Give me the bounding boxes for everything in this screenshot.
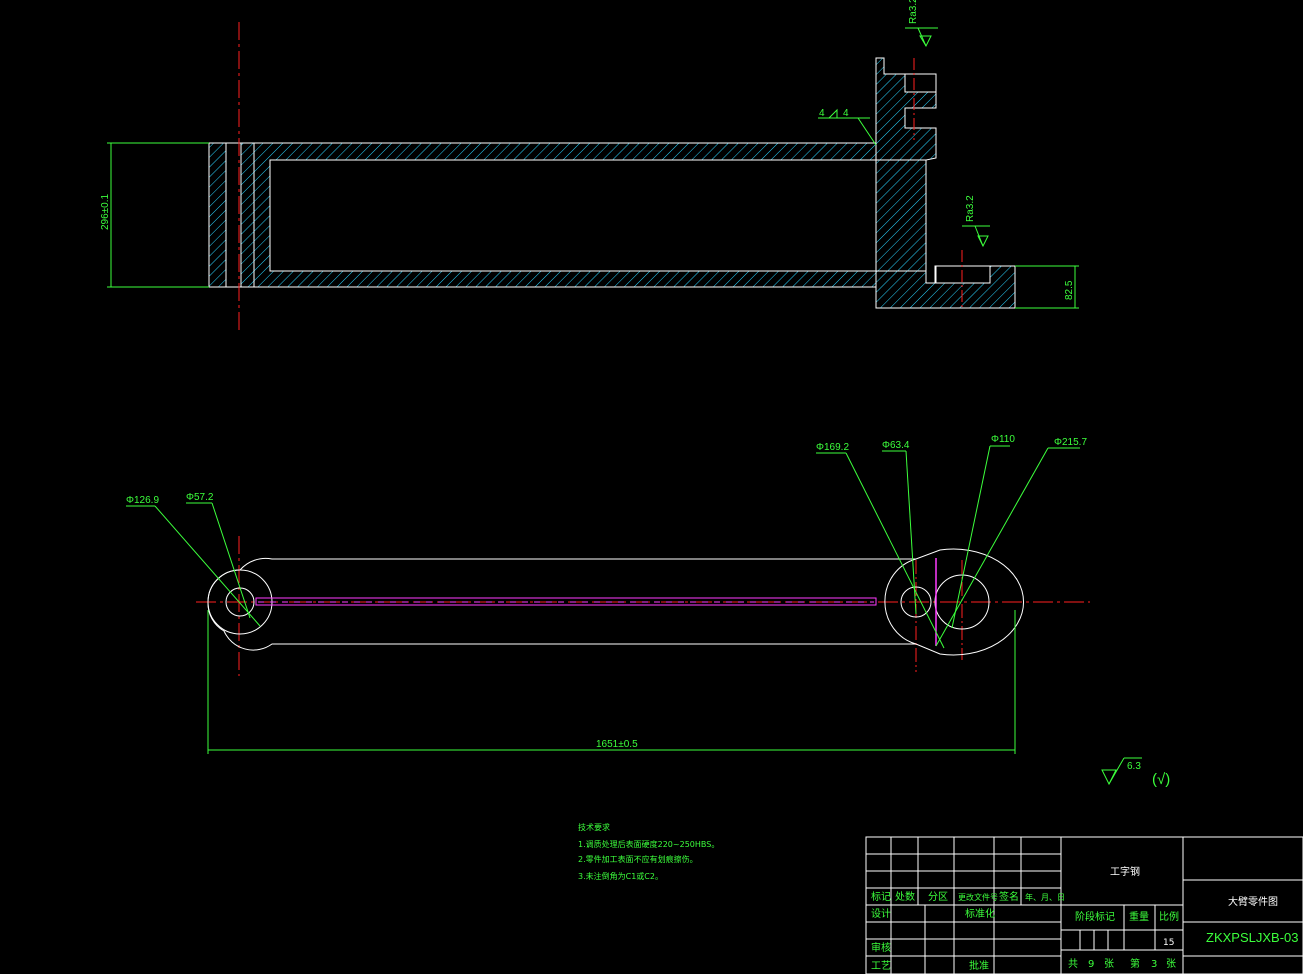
surface-paren: (√) (1152, 771, 1170, 788)
tb-sheets-total-lbl: 共 (1068, 958, 1078, 970)
surface-finish-symbol: 6.3 (√) (1101, 757, 1170, 788)
notes-item-2: 2.零件加工表面不应有划痕擦伤。 (578, 854, 698, 864)
weld-length: 4 (843, 108, 849, 119)
roughness-top: Ra3.2 (908, 0, 919, 24)
dim-depth: 82.5 (1064, 280, 1075, 300)
tb-sheets-unit1: 张 (1104, 958, 1114, 970)
technical-notes: 技术要求 1.调质处理后表面硬度220~250HBS。 2.零件加工表面不应有划… (578, 822, 719, 881)
section-view: 296±0.1 82.5 Ra3.2 Ra3.2 4 4 (100, 0, 1079, 330)
title-block (865, 836, 1303, 974)
tb-label-doc: 更改文件号 (958, 892, 998, 902)
notes-item-1: 1.调质处理后表面硬度220~250HBS。 (578, 839, 719, 849)
tb-label-sign: 签名 (999, 890, 1019, 903)
tb-company: 工字钢 (1110, 865, 1140, 878)
dim-height: 296±0.1 (100, 193, 111, 230)
tb-part-name: 大臂零件图 (1228, 895, 1278, 908)
tb-sheets-page: 3 (1151, 959, 1157, 970)
tb-label-design: 设计 (871, 907, 891, 920)
tb-label-std: 标准化 (965, 907, 995, 920)
tb-sheets-total: 9 (1088, 959, 1094, 970)
dim-length: 1651±0.5 (596, 739, 638, 750)
notes-title: 技术要求 (578, 822, 610, 832)
tb-label-scale: 比例 (1159, 910, 1179, 923)
weld-size: 4 (819, 108, 825, 119)
tb-label-zone: 分区 (928, 891, 948, 903)
tb-drawing-no: ZKXPSLJXB-03 (1206, 930, 1299, 945)
tb-label-weight: 重量 (1129, 910, 1149, 923)
roughness-mid: Ra3.2 (965, 195, 976, 222)
tb-sheets-unit2: 张 (1166, 958, 1176, 970)
tb-label-process: 工艺 (871, 960, 891, 972)
dim-d215: Φ215.7 (1054, 437, 1087, 448)
dim-d57: Φ57.2 (186, 492, 214, 503)
dim-d63: Φ63.4 (882, 440, 910, 451)
plan-view: Φ126.9 Φ57.2 Φ169.2 Φ63.4 Φ110 Φ215.7 16… (126, 434, 1090, 754)
tb-label-stage: 阶段标记 (1075, 910, 1115, 923)
tb-label-audit: 审核 (871, 941, 891, 954)
dim-d110: Φ110 (991, 434, 1015, 445)
title-block-text: 标记 处数 分区 更改文件号 签名 年、月、日 设计 标准化 审核 工艺 批准 … (871, 865, 1299, 972)
dim-d126: Φ126.9 (126, 495, 159, 506)
tb-scale: 15 (1163, 938, 1174, 948)
tb-label-date: 年、月、日 (1025, 892, 1065, 902)
tb-sheets-page-lbl: 第 (1130, 957, 1140, 970)
dim-d169: Φ169.2 (816, 442, 849, 453)
tb-label-count: 处数 (895, 890, 915, 903)
tb-label-approve: 批准 (969, 959, 989, 972)
notes-item-3: 3.未注倒角为C1或C2。 (578, 871, 663, 881)
tb-label-mark: 标记 (871, 891, 891, 903)
surface-value: 6.3 (1127, 761, 1141, 772)
